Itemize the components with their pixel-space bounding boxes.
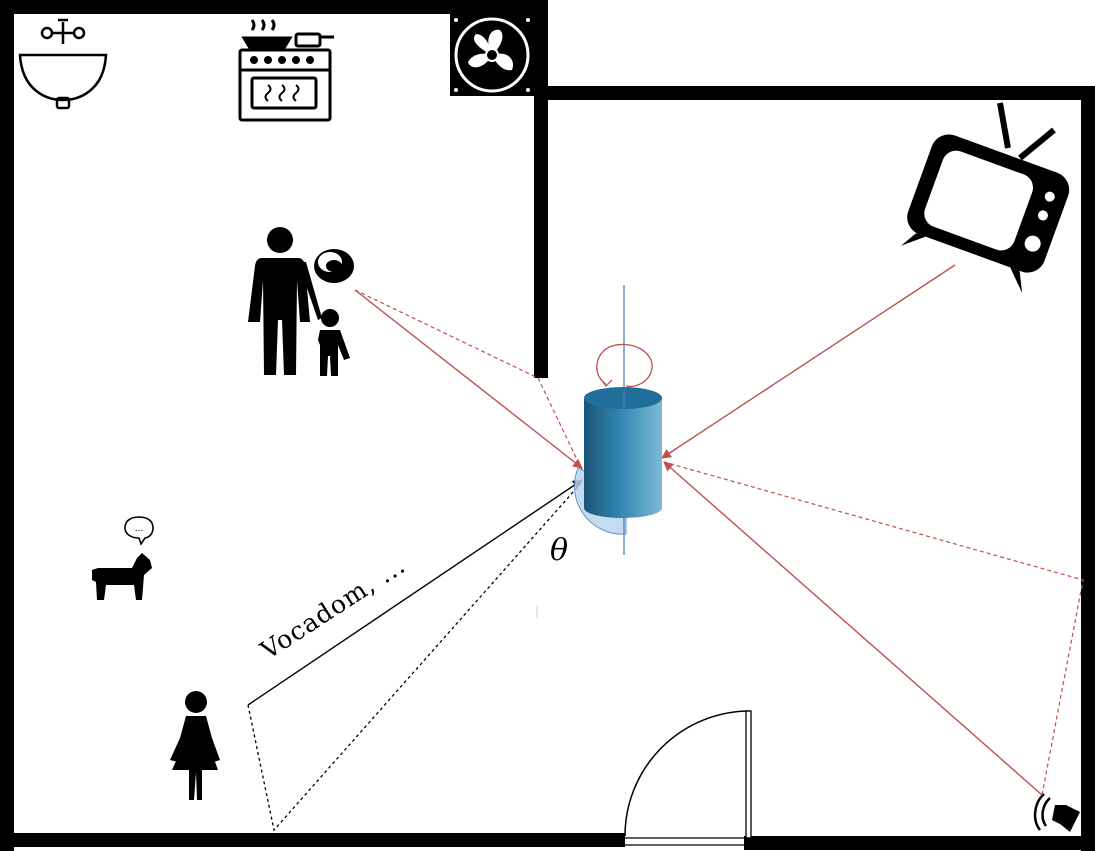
voice-reflection-ray bbox=[247, 481, 583, 832]
family-icon bbox=[248, 227, 354, 376]
ray-family-reflection bbox=[354, 289, 583, 471]
fan-icon bbox=[450, 14, 534, 96]
wall-right bbox=[1081, 86, 1095, 851]
wall-divider bbox=[534, 0, 548, 378]
wall-top-left bbox=[0, 0, 548, 14]
door-icon bbox=[623, 710, 752, 846]
wall-bottom-right bbox=[744, 836, 1095, 850]
stove-icon bbox=[238, 19, 334, 122]
rotation-arrow bbox=[596, 343, 653, 388]
ray-speaker-direct bbox=[663, 461, 1043, 796]
ray-tv-direct bbox=[661, 264, 956, 459]
woman-icon bbox=[170, 691, 220, 800]
ray-family-direct bbox=[354, 289, 583, 469]
wall-top-right bbox=[534, 86, 1095, 100]
angle-theta: θ bbox=[550, 533, 568, 568]
speech-bubble-icon: ... bbox=[124, 516, 154, 546]
wall-bottom-left bbox=[0, 833, 625, 847]
sink-icon bbox=[18, 18, 108, 110]
voice-direct-ray bbox=[247, 479, 583, 706]
speech-bubble-text: ... bbox=[135, 524, 144, 534]
interference-rays bbox=[354, 264, 1084, 796]
voice-rays bbox=[247, 479, 583, 832]
microphone-array-icon bbox=[573, 285, 662, 555]
ray-speaker-reflection bbox=[663, 461, 1084, 796]
wall-left bbox=[0, 0, 14, 851]
dog-icon bbox=[92, 553, 152, 600]
speaker-icon bbox=[1033, 793, 1080, 832]
tv-icon bbox=[901, 102, 1070, 294]
